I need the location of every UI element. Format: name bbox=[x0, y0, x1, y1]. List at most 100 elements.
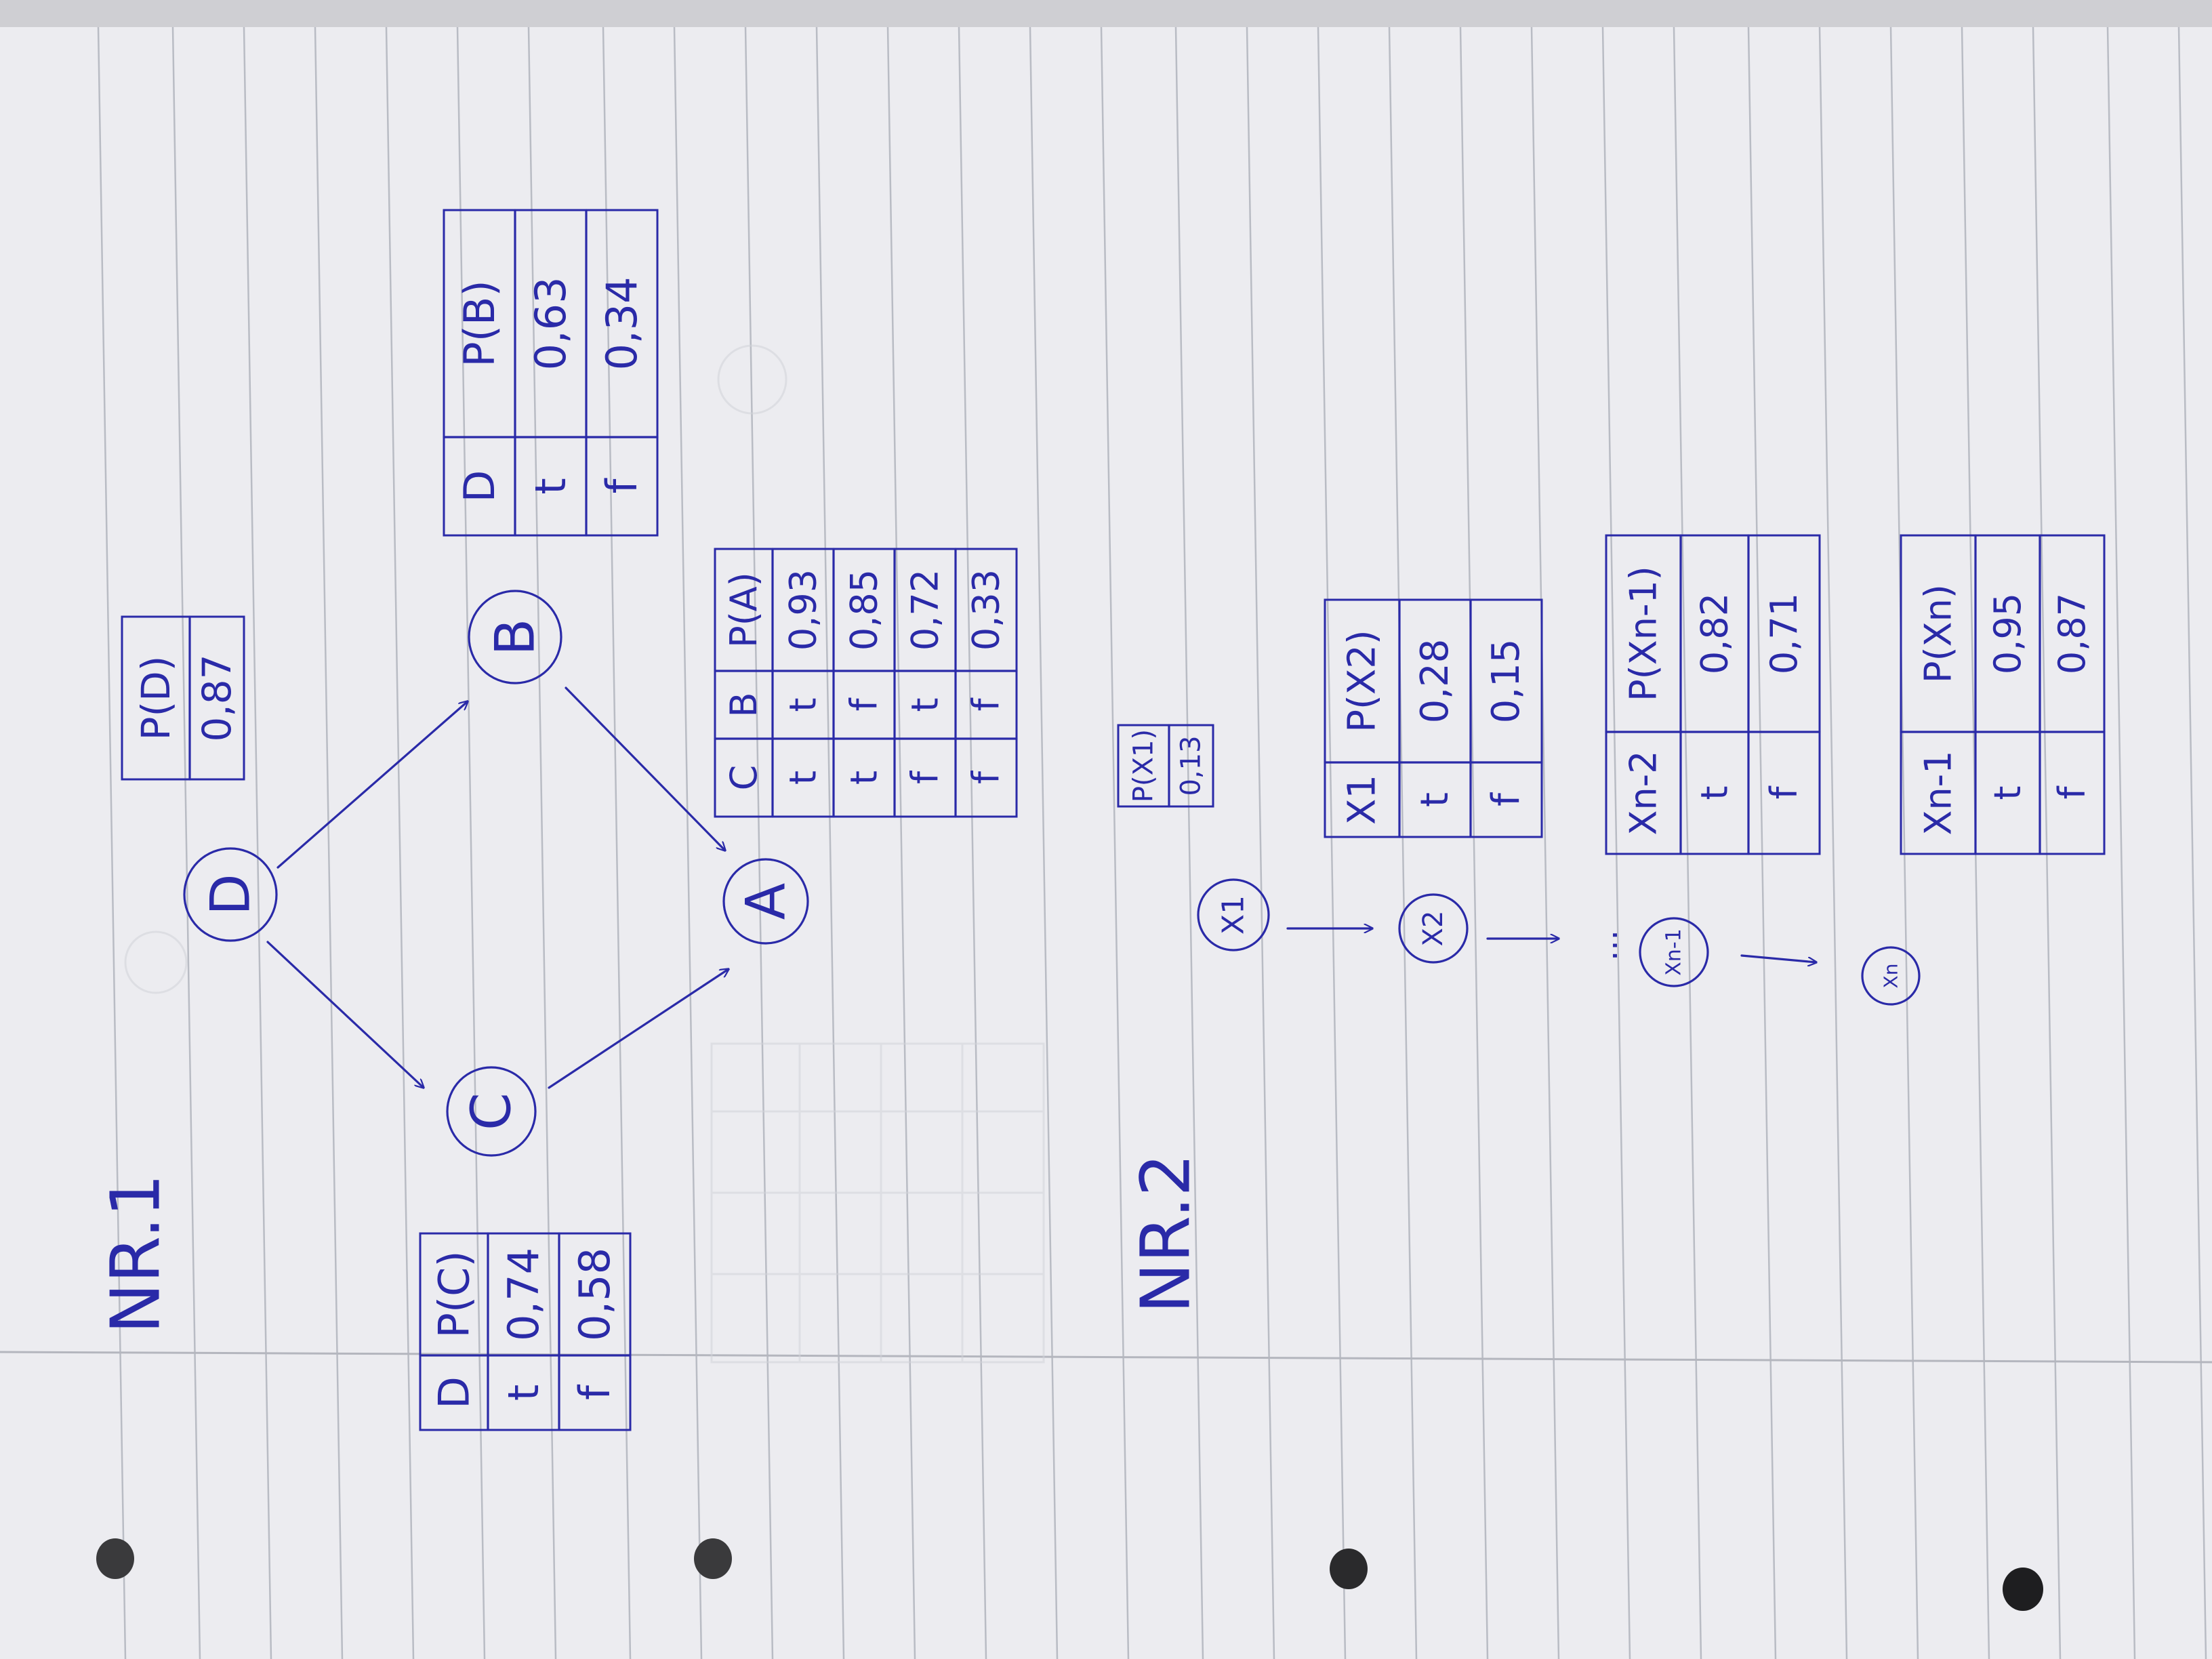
chain-node-label-1: X1 bbox=[1216, 895, 1251, 935]
table-px1-cell: P(X1) bbox=[1128, 729, 1160, 802]
table-pb-cell: D bbox=[455, 470, 504, 503]
chain-node-label-2: X2 bbox=[1418, 911, 1449, 947]
table-pxn1-cell: 0,71 bbox=[1763, 593, 1805, 674]
ruled-line bbox=[1601, 26, 1631, 1659]
node-b-circle bbox=[468, 590, 562, 684]
ruled-line bbox=[602, 26, 632, 1659]
table-px2-cell: 0,15 bbox=[1484, 639, 1528, 724]
table-pa-cell: f bbox=[843, 697, 886, 712]
table-pxn-cell: f bbox=[2051, 785, 2093, 800]
node-c-circle bbox=[446, 1066, 537, 1157]
edge-c-to-a bbox=[548, 969, 729, 1089]
ruled-line bbox=[2032, 26, 2062, 1659]
ruled-line bbox=[1029, 26, 1059, 1659]
table-pd-cell: P(D) bbox=[133, 656, 179, 741]
table-pxn-cell: t bbox=[1986, 785, 2029, 800]
table-pb-cell: 0,63 bbox=[526, 276, 575, 370]
table-pa-cell: 0,33 bbox=[965, 569, 1008, 651]
ruled-line bbox=[1818, 26, 1848, 1659]
table-pc-cell: 0,58 bbox=[570, 1248, 619, 1341]
table-pa-border bbox=[714, 548, 1018, 818]
table-px2-cell: 0,28 bbox=[1413, 639, 1457, 724]
table-pxn1-cell: P(Xn-1) bbox=[1622, 566, 1665, 701]
table-px1-cell: 0,13 bbox=[1176, 735, 1207, 796]
table-pa-cell: f bbox=[904, 770, 947, 784]
table-pc-cell: 0,74 bbox=[499, 1248, 548, 1341]
ruled-line bbox=[1459, 26, 1489, 1659]
node-a-label: A bbox=[735, 882, 798, 920]
table-pa-cell: t bbox=[782, 771, 825, 785]
chain-node-circle-3 bbox=[1639, 917, 1709, 987]
chain-node-label-3: Xn-1 bbox=[1662, 928, 1686, 975]
show-through-ghost bbox=[124, 344, 1045, 1364]
ruled-line bbox=[815, 26, 845, 1659]
ruled-line bbox=[2106, 26, 2136, 1659]
table-pc: D P(C) t 0,74 f 0,58 bbox=[419, 1232, 632, 1431]
ruled-line bbox=[1317, 26, 1347, 1659]
table-px2-cell: t bbox=[1413, 792, 1457, 807]
punch-hole-3 bbox=[1330, 1549, 1368, 1589]
ruled-line bbox=[527, 26, 557, 1659]
ruled-line bbox=[886, 26, 916, 1659]
edge-d-to-c bbox=[266, 941, 424, 1088]
table-px2-border bbox=[1324, 598, 1543, 838]
node-d-label: D bbox=[199, 874, 262, 916]
chain-node-circle-1 bbox=[1197, 878, 1270, 951]
ruled-line bbox=[171, 26, 201, 1659]
table-px2-cell: f bbox=[1484, 792, 1528, 806]
ruled-line bbox=[243, 26, 272, 1659]
punch-hole-4 bbox=[2003, 1568, 2043, 1611]
ruled-line bbox=[1889, 26, 1919, 1659]
node-b-label: B bbox=[484, 619, 547, 656]
ruled-line bbox=[958, 26, 987, 1659]
margin-line bbox=[0, 1351, 2212, 1364]
ruled-line bbox=[97, 26, 127, 1659]
table-pc-border bbox=[419, 1232, 632, 1431]
ruled-line bbox=[1673, 26, 1702, 1659]
table-pc-cell: f bbox=[570, 1384, 619, 1400]
table-pa-cell: 0,72 bbox=[904, 569, 947, 651]
table-pa-cell: f bbox=[965, 697, 1008, 712]
table-pb-cell: P(B) bbox=[455, 280, 504, 367]
section-2-heading: NR.2 bbox=[1126, 1153, 1206, 1313]
table-pc-cell: D bbox=[430, 1376, 479, 1409]
ruled-line bbox=[2177, 26, 2207, 1659]
table-pc-cell: t bbox=[499, 1385, 548, 1401]
ruled-line bbox=[673, 26, 703, 1659]
ruled-line bbox=[456, 26, 486, 1659]
table-pa-cell: t bbox=[782, 697, 825, 712]
table-pd-cell: 0,87 bbox=[194, 654, 240, 741]
table-pxn-cell: P(Xn) bbox=[1917, 584, 1960, 683]
table-pa-cell: C bbox=[722, 765, 765, 791]
table-pxn-border bbox=[1900, 534, 2106, 855]
ruled-lines bbox=[97, 26, 2207, 1659]
table-pa-cell: 0,85 bbox=[843, 569, 886, 651]
table-pxn1-cell: 0,82 bbox=[1694, 593, 1736, 674]
ruled-line bbox=[1246, 26, 1275, 1659]
ruled-line bbox=[385, 26, 415, 1659]
table-px2-cell: P(X2) bbox=[1340, 630, 1385, 732]
handwritten-content: NR.1DCBAP(D)0,87DP(C)t0,74f0,58DP(B)t0,6… bbox=[96, 209, 2106, 1431]
table-pxn1-border bbox=[1605, 534, 1821, 855]
edge-b-to-a bbox=[565, 687, 725, 851]
table-pa-cell: t bbox=[904, 697, 947, 712]
table-pa-cell: P(A) bbox=[722, 572, 765, 648]
table-px1-border bbox=[1117, 724, 1214, 808]
table-pb-border bbox=[443, 209, 659, 537]
ruled-line bbox=[1100, 26, 1130, 1659]
table-pb-cell: 0,34 bbox=[597, 276, 647, 370]
chain-node-label-4: Xn bbox=[1880, 964, 1902, 989]
ruled-line bbox=[1388, 26, 1418, 1659]
punch-hole-2 bbox=[694, 1538, 732, 1579]
table-pc-cell: P(C) bbox=[430, 1250, 479, 1338]
table-pa-cell: t bbox=[843, 771, 886, 785]
table-pxn1-cell: t bbox=[1694, 785, 1736, 800]
ruled-line bbox=[744, 26, 774, 1659]
table-pb-cell: t bbox=[526, 478, 575, 494]
